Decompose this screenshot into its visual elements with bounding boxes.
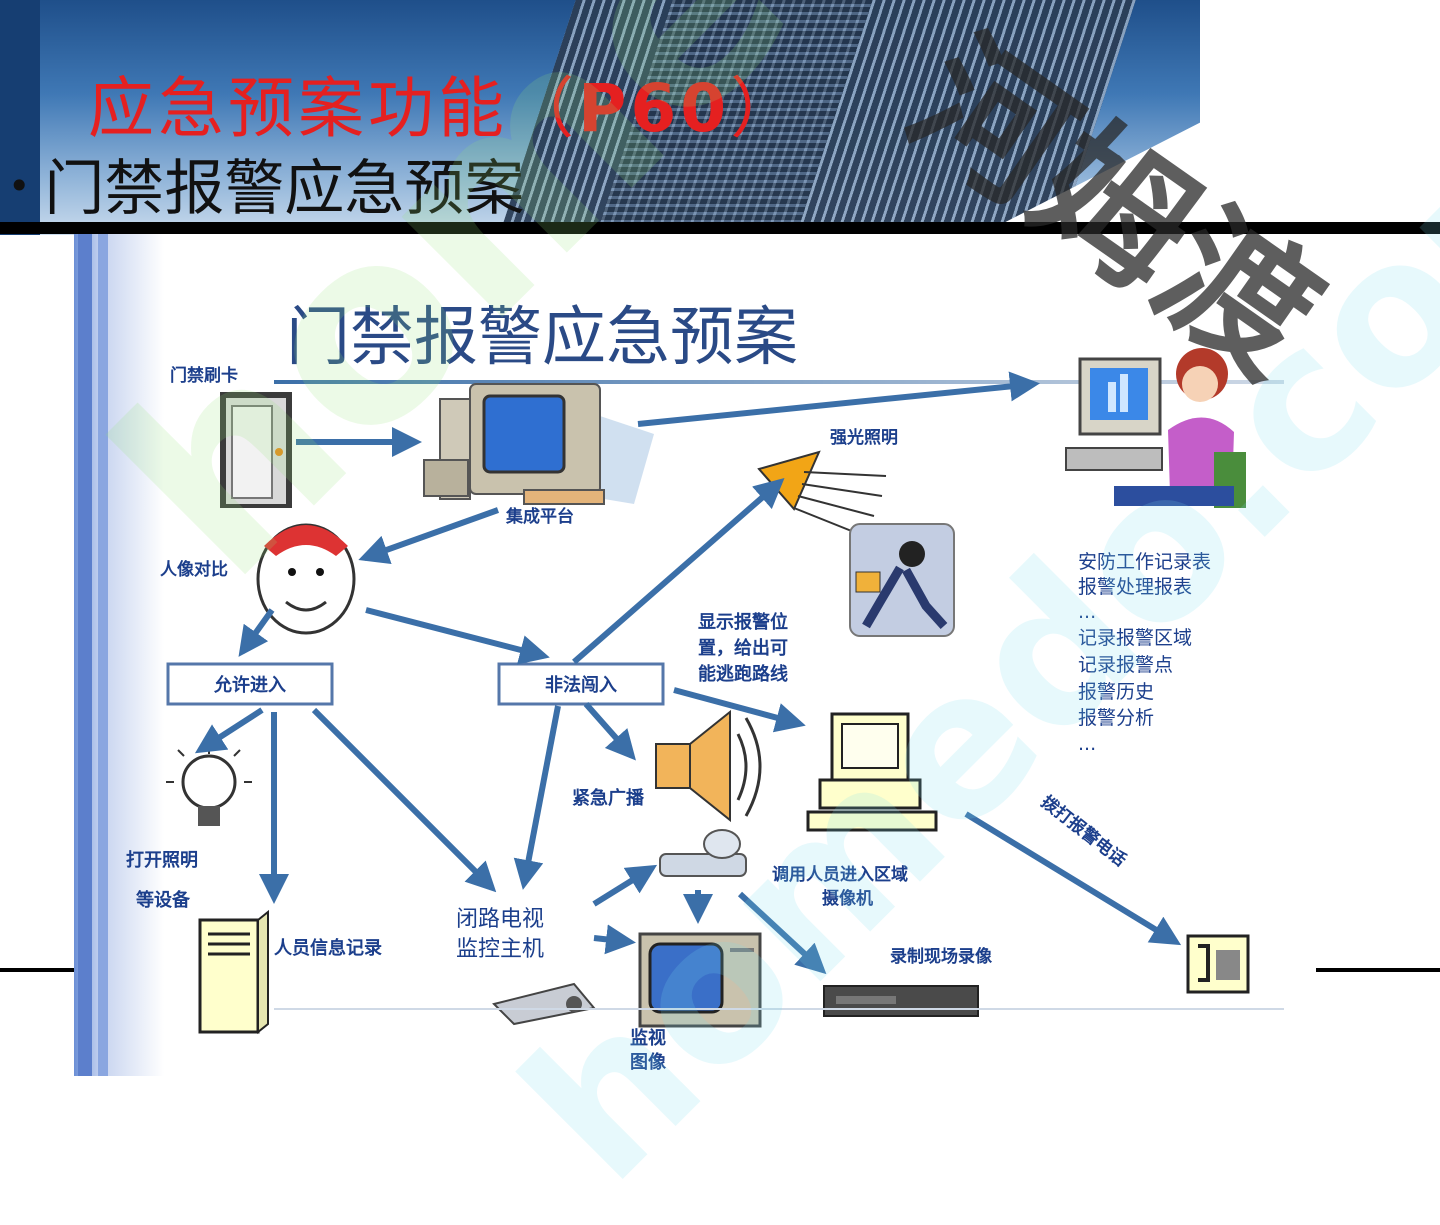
server-tower-icon (198, 909, 269, 1035)
label-cctv-2: 监控主机 (456, 937, 544, 962)
label-open-light-2: 等设备 (136, 889, 191, 911)
side-band-mid (98, 234, 108, 1076)
arrow-illegal-to-strobe (572, 478, 785, 665)
label-show-pos-3: 能逃跑路线 (698, 663, 788, 685)
arrow-allow-to-bulb (194, 707, 264, 754)
slide-title-suffix: ） (730, 70, 801, 147)
illegal-entry-box: 非法闯入 (497, 662, 665, 706)
slide-title-prefix: 应急预案功能（ (88, 70, 578, 147)
report-item: 报警历史 (1078, 681, 1154, 703)
arrow-cctv-to-camera (592, 864, 658, 907)
operator-workstation-icon (1065, 348, 1246, 508)
arrow-face-to-allow (238, 608, 275, 657)
label-camera-2: 摄像机 (822, 888, 873, 909)
arrow-illegal-to-terminal (673, 687, 806, 733)
label-allow: 允许进入 (213, 674, 286, 696)
terminal-computer-icon (806, 712, 938, 832)
arrow-cctv-to-monitor (593, 924, 636, 955)
header-divider-bar (0, 222, 1440, 234)
reports-list: 安防工作记录表 报警处理报表 ... 记录报警区域 记录报警点 报警历史 报警分… (1078, 551, 1211, 755)
cctv-host-label: 闭路电视 监控主机 (456, 907, 544, 962)
header-diagonal-cut (980, 0, 1440, 235)
arrow-illegal-to-cctv (513, 705, 561, 890)
slide-title: 应急预案功能（P60） (88, 55, 800, 151)
show-position-text: 显示报警位 置，给出可 能逃跑路线 (698, 611, 788, 685)
header-banner (0, 0, 1440, 235)
face-icon (256, 523, 356, 635)
bullet-item: • 门禁报警应急预案 (8, 140, 524, 227)
report-item: 安防工作记录表 (1078, 551, 1211, 573)
report-item: 记录报警区域 (1078, 627, 1192, 649)
title-underline (274, 380, 1284, 384)
light-bulb-icon (166, 744, 252, 826)
arrow-platform-to-face (358, 507, 500, 565)
tv-monitor-icon (638, 932, 762, 1028)
allow-entry-box: 允许进入 (166, 662, 334, 706)
slide-title-page: P60 (578, 70, 731, 147)
label-video-record: 录制现场录像 (890, 946, 993, 967)
label-platform: 集成平台 (505, 506, 574, 527)
label-broadcast: 紧急广播 (572, 787, 645, 809)
report-item: ... (1078, 601, 1096, 623)
telephone-icon (1186, 934, 1250, 994)
diagram-title: 门禁报警应急预案 (286, 301, 798, 375)
bullet-dot-icon: • (8, 164, 31, 208)
side-band-dark (78, 234, 92, 1076)
report-item: 记录报警点 (1078, 654, 1173, 676)
label-show-pos-1: 显示报警位 (698, 611, 788, 633)
strobe-light-icon (757, 450, 887, 537)
report-item: 报警处理报表 (1078, 576, 1192, 598)
surveillance-camera-icon (659, 829, 747, 877)
intruder-icon (849, 523, 955, 637)
label-open-light-1: 打开照明 (126, 849, 198, 871)
arrow-terminal-to-phone (964, 811, 1182, 946)
label-person-record: 人员信息记录 (274, 937, 382, 959)
report-item: ... (1078, 733, 1096, 755)
arrow-camera-to-vcr (737, 891, 827, 975)
header-left-band (0, 0, 40, 235)
label-show-pos-2: 置，给出可 (698, 637, 788, 659)
video-recorder-icon (823, 985, 979, 1017)
flow-arrows (194, 371, 1182, 975)
integration-platform-icon (423, 383, 654, 505)
label-card: 门禁刷卡 (170, 365, 238, 386)
bottom-rule (274, 1008, 1284, 1010)
label-monitor-1: 监视 (630, 1027, 666, 1049)
label-monitor-2: 图像 (630, 1052, 667, 1073)
arrow-illegal-to-speaker (583, 702, 636, 761)
report-item: 报警分析 (1078, 707, 1154, 729)
door-icon (220, 392, 292, 508)
arrow-allow-to-cctv (311, 707, 497, 893)
label-camera-1: 调用人员进入区域 (772, 864, 908, 885)
label-face: 人像对比 (160, 559, 228, 580)
bullet-text: 门禁报警应急预案 (44, 154, 525, 224)
label-illegal: 非法闯入 (545, 674, 617, 696)
emergency-plan-diagram: 门禁报警应急预案 门禁刷卡 集成平台 人像对比 强光照明 (74, 234, 1316, 1076)
arrow-face-to-illegal (365, 607, 550, 665)
speaker-icon (655, 709, 762, 823)
arrow-platform-to-operator (637, 371, 1040, 427)
label-strobe: 强光照明 (830, 427, 898, 448)
label-cctv-1: 闭路电视 (456, 907, 544, 932)
